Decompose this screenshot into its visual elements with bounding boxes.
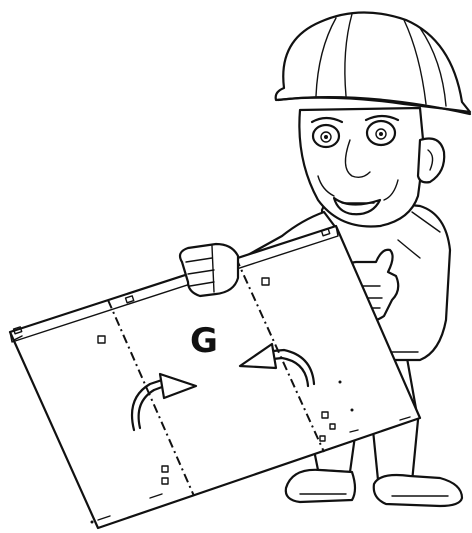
worker-ear [418,139,444,183]
worker-boot-left [286,470,355,502]
worker-boot-right [374,475,462,506]
hard-hat-icon [276,12,470,114]
panel-letter: G [190,321,218,361]
worker-gripping-hand [180,244,238,296]
